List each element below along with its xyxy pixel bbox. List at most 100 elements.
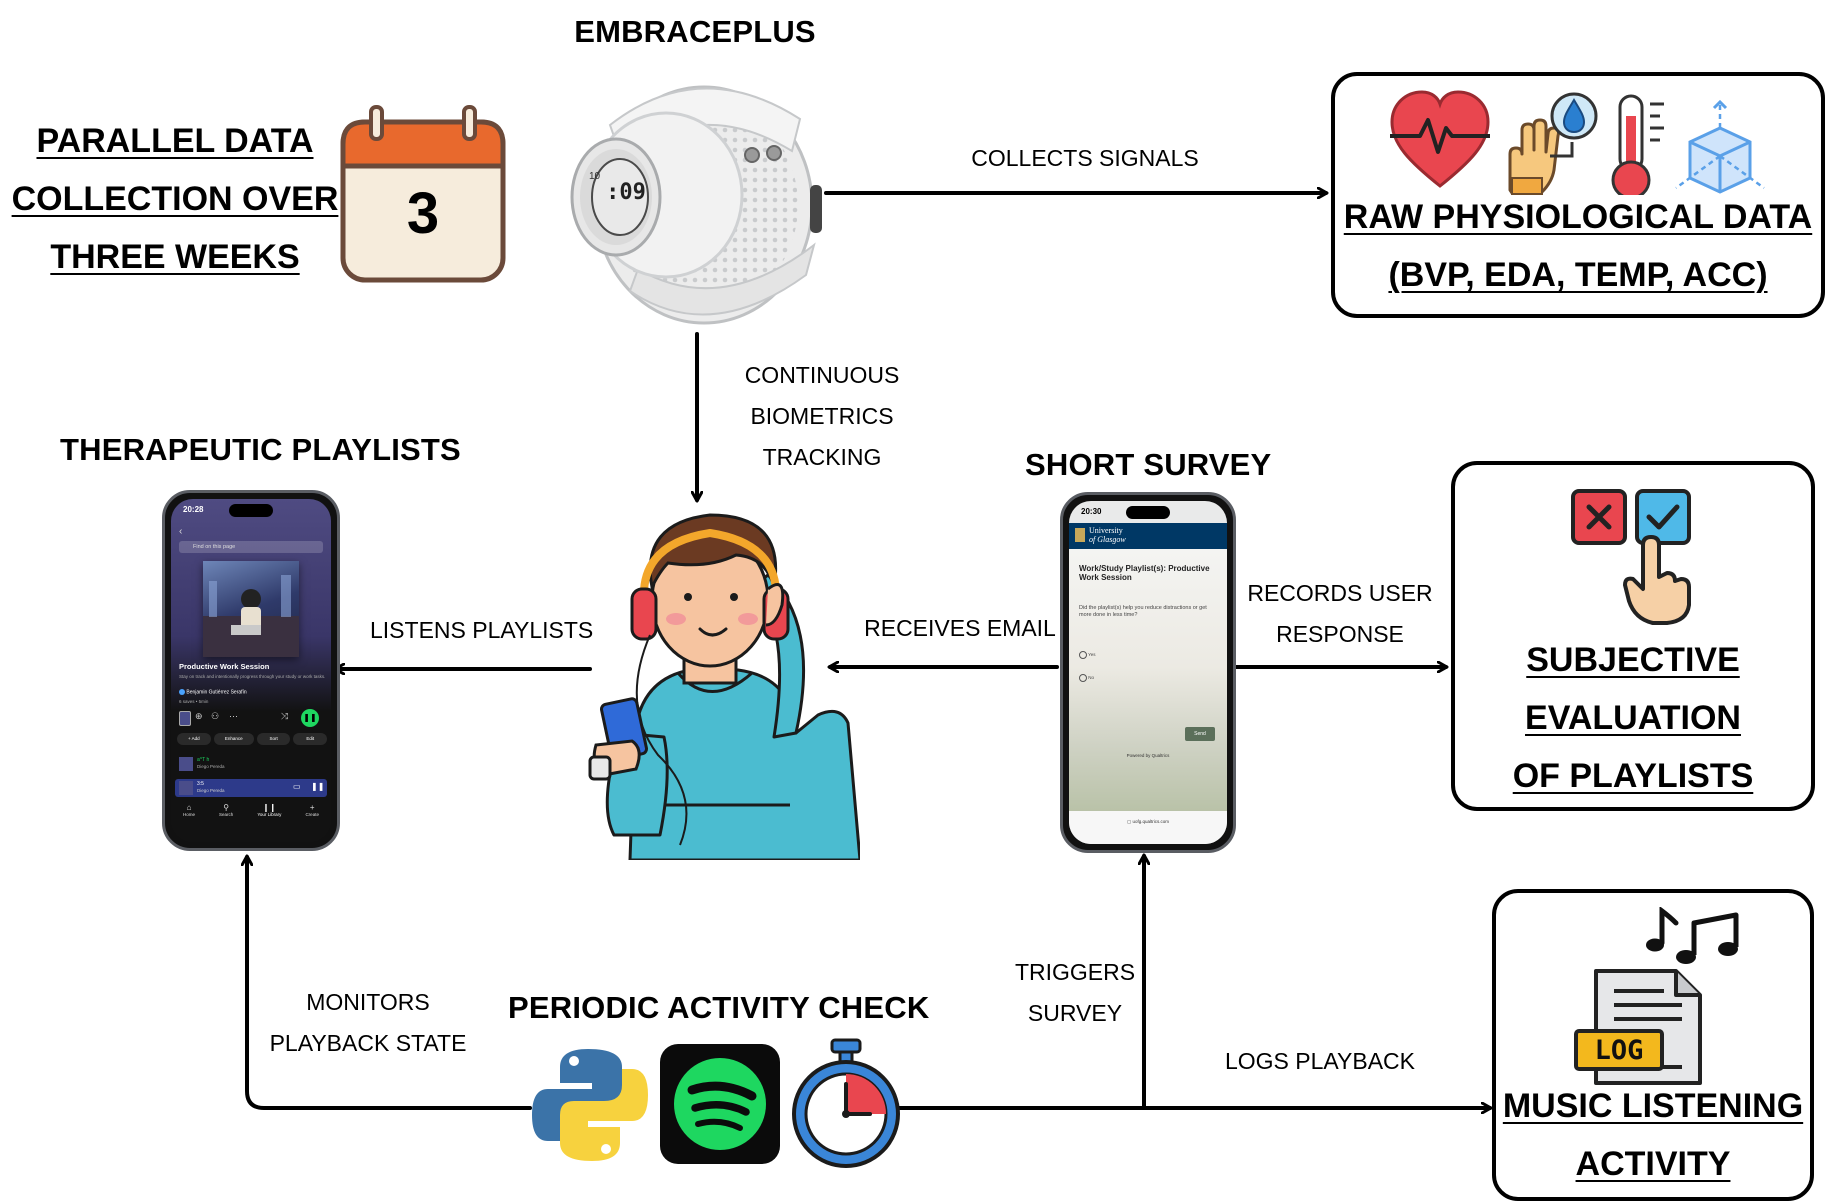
university-line-2: of Glasgow (1089, 535, 1126, 544)
track-1-thumb (179, 757, 193, 771)
add-user-icon[interactable]: ⚇ (211, 711, 220, 721)
arrow-monitors-playback (247, 857, 532, 1110)
evaluation-icons (1571, 489, 1691, 625)
watch-icon: :09 10 (570, 55, 828, 333)
playlist-thumb-icon[interactable] (179, 711, 191, 726)
playlist-meta: 6 saves • 5min (179, 699, 209, 704)
radio-no-icon[interactable] (1079, 674, 1087, 682)
python-icon (530, 1045, 650, 1165)
raw-physiological-data-box: RAW PHYSIOLOGICAL DATA (BVP, EDA, TEMP, … (1331, 72, 1825, 318)
mini-pause-icon[interactable]: ❚❚ (311, 782, 325, 791)
short-survey-title: SHORT SURVEY (1025, 447, 1272, 482)
nav-home[interactable]: ⌂Home (183, 803, 195, 831)
parallel-collection-text: PARALLEL DATA COLLECTION OVER THREE WEEK… (10, 112, 340, 286)
survey-phone-notch (1126, 506, 1170, 519)
playlist-status-time: 20:28 (183, 505, 204, 514)
option-no-label: No (1088, 675, 1095, 681)
track-2-title: 3:5 (197, 781, 204, 787)
send-button[interactable]: Send (1185, 727, 1215, 741)
label-receives-email: RECEIVES EMAIL (864, 615, 1056, 641)
nav-library[interactable]: ❙❙Your Library (257, 803, 281, 831)
playlist-album-title: Productive Work Session (179, 662, 270, 671)
track-row-1[interactable]: a^T h Diego Pereda (179, 757, 323, 773)
music-line-2: ACTIVITY (1575, 1145, 1731, 1183)
edit-button[interactable]: Edit (293, 733, 328, 745)
playlist-search-input[interactable]: Find on this page (179, 541, 323, 553)
university-line-1: University (1089, 526, 1123, 535)
now-playing-bar[interactable]: 3:5 Diego Pereda ▭ ❚❚ (175, 779, 327, 797)
subjective-line-3: OF PLAYLISTS (1512, 757, 1754, 795)
label-monitors-playback: MONITORS PLAYBACK STATE (268, 982, 468, 1064)
cube-icon (1675, 99, 1765, 194)
playlist-author-name: Benjamin Gutiérrez Serafín (186, 689, 247, 696)
enhance-button[interactable]: Enhance (213, 733, 254, 745)
parallel-line-3: THREE WEEKS (50, 238, 300, 276)
powered-by-text: Powered by Qualtrics (1126, 753, 1170, 758)
shuffle-icon[interactable]: ⤨ (281, 711, 289, 721)
periodic-activity-title: PERIODIC ACTIVITY CHECK (508, 990, 930, 1025)
survey-background (1069, 549, 1227, 811)
play-pause-button[interactable]: ❚❚ (301, 709, 319, 727)
nav-create-label: Create (305, 812, 319, 817)
radio-yes-icon[interactable] (1079, 651, 1087, 659)
label-records-response: RECORDS USER RESPONSE (1236, 573, 1444, 655)
continuous-line-1: CONTINUOUS (744, 362, 900, 388)
music-line-1: MUSIC LISTENING (1502, 1087, 1804, 1125)
survey-heading: Work/Study Playlist(s): Productive Work … (1079, 564, 1210, 582)
calendar-icon: 3 (338, 104, 508, 286)
continuous-line-2: BIOMETRICS (750, 403, 894, 429)
playlist-description: Stay on track and intentionally progress… (179, 674, 326, 679)
playlist-phone-screen: 20:28 ‹ Find on this page Productive Wor… (171, 499, 331, 842)
add-button[interactable]: + Add (177, 733, 211, 745)
raw-data-line-2: (BVP, EDA, TEMP, ACC) (1388, 256, 1768, 294)
therapeutic-playlists-title: THERAPEUTIC PLAYLISTS (60, 432, 461, 467)
raw-data-text: RAW PHYSIOLOGICAL DATA (BVP, EDA, TEMP, … (1335, 188, 1821, 304)
nav-search[interactable]: ⚲Search (219, 803, 233, 831)
survey-status-time: 20:30 (1081, 507, 1102, 516)
label-triggers-survey: TRIGGERS SURVEY (1000, 952, 1150, 1034)
nav-create[interactable]: +Create (305, 803, 319, 831)
label-continuous-tracking: CONTINUOUS BIOMETRICS TRACKING (722, 355, 922, 478)
device-icon[interactable]: ▭ (293, 782, 301, 791)
survey-option-yes[interactable]: Yes (1079, 651, 1096, 659)
log-file-icon (1574, 969, 1702, 1085)
more-options-icon[interactable]: ⋯ (229, 711, 238, 721)
monitors-line-1: MONITORS (306, 989, 430, 1015)
track-1-title: a^T h (197, 757, 210, 763)
embraceplus-title: EMBRACEPLUS (574, 14, 816, 49)
triggers-line-2: SURVEY (1027, 1000, 1123, 1026)
heart-icon (1390, 90, 1490, 188)
parallel-line-1: PARALLEL DATA (36, 122, 314, 160)
check-checkbox-icon (1635, 489, 1691, 545)
track-2-artist: Diego Pereda (197, 788, 225, 793)
library-icon: ❙❙ (262, 803, 277, 812)
bottom-nav: ⌂Home ⚲Search ❙❙Your Library +Create (171, 803, 331, 831)
music-notes-icon (1646, 907, 1739, 964)
person-illustration (560, 505, 862, 862)
browser-url[interactable]: ▢ uofg.qualtrics.com (1126, 819, 1170, 824)
survey-phone: 20:30 University of Glasgow Work/Study P… (1060, 492, 1236, 853)
triggers-line-1: TRIGGERS (1014, 959, 1136, 985)
music-listening-box: LOG MUSIC LISTENING ACTIVITY (1492, 889, 1814, 1201)
sort-button[interactable]: Sort (256, 733, 291, 745)
university-header: University of Glasgow (1069, 523, 1227, 549)
x-checkbox-icon (1571, 489, 1627, 545)
phone-notch (229, 504, 273, 517)
spotify-icon (660, 1044, 780, 1164)
nav-search-label: Search (219, 812, 234, 817)
home-icon: ⌂ (186, 803, 192, 812)
stopwatch-icon (790, 1038, 902, 1168)
option-yes-label: Yes (1088, 652, 1096, 658)
survey-option-no[interactable]: No (1079, 674, 1094, 682)
university-crest-icon (1075, 528, 1085, 542)
download-icon[interactable]: ⊕ (195, 711, 203, 721)
music-listening-text: MUSIC LISTENING ACTIVITY (1496, 1077, 1810, 1193)
back-chevron-icon[interactable]: ‹ (179, 526, 183, 537)
calendar-number: 3 (406, 181, 440, 246)
subjective-line-2: EVALUATION (1525, 699, 1741, 737)
parallel-line-2: COLLECTION OVER (11, 180, 339, 218)
records-line-2: RESPONSE (1276, 621, 1404, 647)
label-listens-playlists: LISTENS PLAYLISTS (370, 617, 594, 643)
subjective-evaluation-box: SUBJECTIVE EVALUATION OF PLAYLISTS (1451, 461, 1815, 811)
browser-bar: ▢ uofg.qualtrics.com (1069, 811, 1227, 844)
